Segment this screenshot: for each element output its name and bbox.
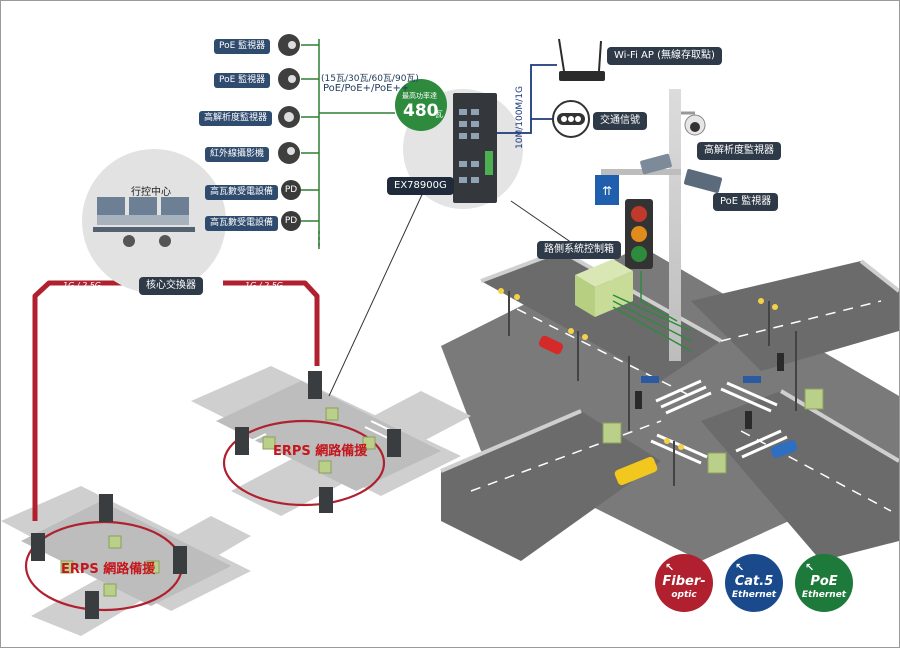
poe-standards-line2: PoE/PoE+/PoE++ bbox=[323, 83, 410, 94]
max-power-value: 480 bbox=[403, 101, 439, 121]
control-center-label: 行控中心 bbox=[131, 187, 171, 198]
wifi-ap-label: Wi-Fi AP (無線存取點) bbox=[607, 47, 722, 65]
bus-yellow bbox=[614, 456, 658, 486]
legend-fiber-optic: ↖ Fiber- optic bbox=[655, 554, 713, 612]
wifi-ap-device bbox=[558, 38, 605, 81]
switch-model-label: EX78900G bbox=[387, 177, 454, 195]
svg-text:⇈: ⇈ bbox=[602, 184, 612, 198]
core-switch-label: 核心交換器 bbox=[139, 277, 203, 295]
traffic-pole: ⇈ bbox=[595, 89, 723, 361]
device-label-3: 高解析度監視器 bbox=[199, 111, 273, 126]
street-lamps bbox=[508, 291, 797, 486]
erps-ring-center bbox=[222, 419, 386, 507]
poe-camera-label: PoE 監視器 bbox=[713, 193, 779, 211]
device-icons bbox=[278, 34, 300, 164]
traffic-signal-label: 交通信號 bbox=[593, 112, 647, 130]
poe-bus bbox=[301, 39, 395, 249]
arrow-icon: ↖ bbox=[665, 561, 675, 574]
arrow-icon: ↖ bbox=[735, 561, 745, 574]
poe-standards-line1: (15瓦/30瓦/60瓦/90瓦) bbox=[321, 74, 419, 84]
car-blue bbox=[770, 440, 798, 458]
link-speed-right: 1G / 2.5G bbox=[245, 281, 283, 290]
traffic-signal-device bbox=[552, 100, 590, 138]
device-label-1: PoE 監視器 bbox=[214, 39, 271, 54]
legend-poe-ethernet: ↖ PoE Ethernet bbox=[795, 554, 853, 612]
link-speed-left: 1G / 2.5G bbox=[63, 281, 101, 290]
max-power-unit: 瓦 bbox=[435, 110, 443, 119]
hd-camera-label: 高解析度監視器 bbox=[697, 142, 781, 160]
roadside-cabinet-label: 路側系統控制箱 bbox=[537, 241, 621, 259]
device-label-6: 高瓦數受電設備 bbox=[205, 216, 279, 231]
device-label-4: 紅外線攝影機 bbox=[205, 147, 270, 162]
legend-cat5-ethernet: ↖ Cat.5 Ethernet bbox=[725, 554, 783, 612]
erps-label-center: ERPS 網路備援 bbox=[273, 444, 368, 459]
uplink-speed: 10M/100M/1G bbox=[515, 86, 525, 149]
device-label-5: 高瓦數受電設備 bbox=[205, 185, 279, 200]
control-center bbox=[82, 149, 226, 293]
max-power-label: 最高功率達 bbox=[402, 92, 437, 100]
car-red bbox=[538, 335, 564, 355]
device-label-2: PoE 監視器 bbox=[214, 73, 271, 88]
erps-label-left: ERPS 網路備援 bbox=[61, 562, 156, 577]
pd-icon: PD bbox=[281, 180, 301, 200]
roadside-cabinet bbox=[575, 259, 633, 317]
arrow-icon: ↖ bbox=[805, 561, 815, 574]
main-intersection bbox=[440, 246, 899, 561]
ring-switches bbox=[31, 371, 401, 619]
pd-icon: PD bbox=[281, 211, 301, 231]
fiber-links bbox=[32, 280, 320, 521]
max-power-circle bbox=[395, 79, 447, 131]
